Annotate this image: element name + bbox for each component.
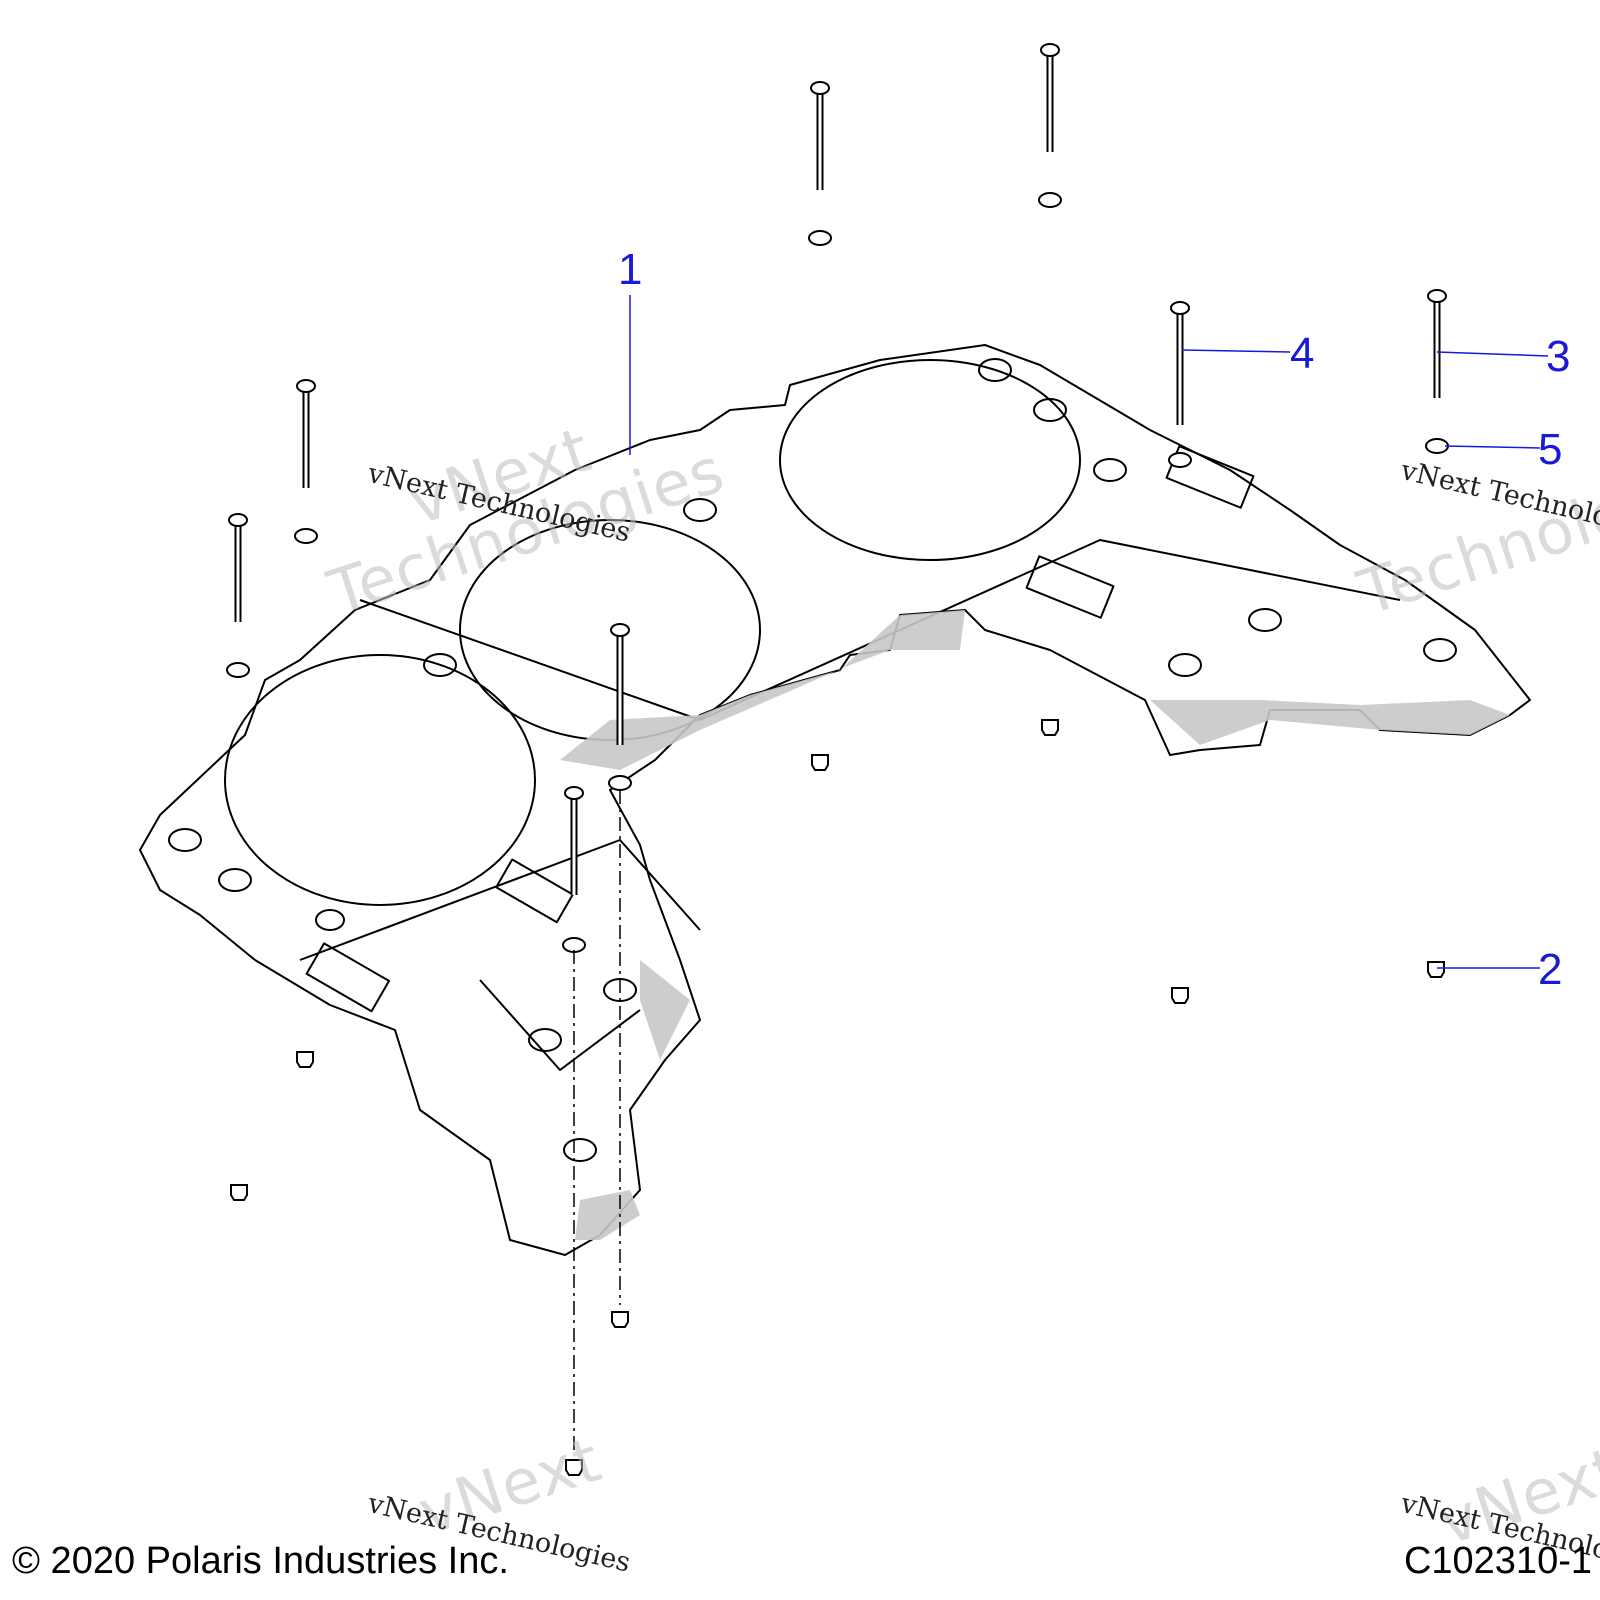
rack-rib [299, 839, 701, 961]
washer [294, 528, 318, 544]
bolt [1427, 289, 1447, 398]
nut [1041, 719, 1059, 736]
rack-outline [139, 344, 1531, 1256]
bolt [296, 379, 316, 488]
nut [565, 1459, 583, 1476]
bolt [810, 81, 830, 190]
nut [611, 1311, 629, 1328]
bolt [1040, 43, 1060, 152]
nut [1171, 987, 1189, 1004]
nut [1427, 961, 1445, 978]
callout-3: 3 [1546, 332, 1571, 381]
slot [305, 942, 391, 1013]
washer [1425, 438, 1449, 454]
nut [296, 1051, 314, 1068]
nut [230, 1184, 248, 1201]
washer [226, 662, 250, 678]
callout-1: 1 [618, 245, 643, 294]
bolt [610, 623, 630, 745]
slot [495, 858, 574, 924]
copyright-text: © 2020 Polaris Industries Inc. [12, 1540, 509, 1582]
callout-4: 4 [1290, 329, 1315, 378]
washer [808, 230, 832, 246]
cup-ring-right [779, 359, 1081, 561]
washer [1038, 192, 1062, 208]
washer [608, 775, 632, 791]
callout-2: 2 [1538, 945, 1563, 994]
nut [811, 754, 829, 771]
bolt [228, 513, 248, 622]
slot [1025, 555, 1115, 619]
figure-id: C102310-1 [1403, 1540, 1592, 1582]
callout-5: 5 [1538, 425, 1563, 474]
bolt [1170, 301, 1190, 425]
cup-ring-left [224, 654, 536, 906]
washer [562, 937, 586, 953]
washer [1168, 452, 1192, 468]
bolt [564, 786, 584, 895]
rack-rib [479, 979, 641, 1071]
